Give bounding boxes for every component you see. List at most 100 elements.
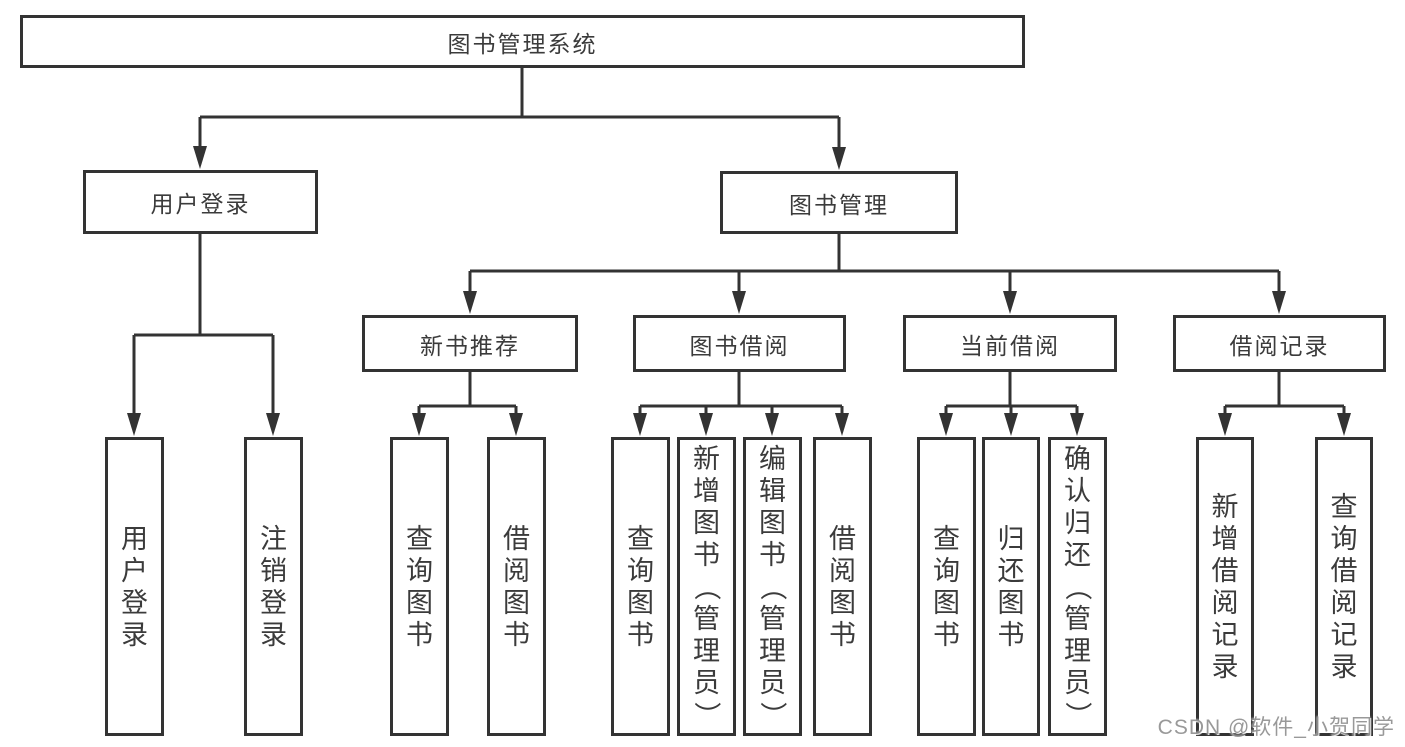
vertical-char: 查 — [627, 523, 654, 554]
vertical-char: 借 — [1330, 555, 1358, 586]
vertical-char: 还 — [1064, 539, 1091, 570]
vertical-char: 阅 — [1211, 587, 1239, 618]
vertical-char: 管 — [759, 603, 786, 634]
vertical-char: 书 — [503, 619, 530, 650]
vertical-char: 归 — [997, 523, 1025, 554]
vertical-char: ） — [1062, 701, 1093, 728]
vertical-char: 理 — [693, 635, 720, 666]
vertical-char: 询 — [627, 555, 654, 586]
leaf-query-books-recommend: 查询图书 — [390, 437, 449, 736]
leaf-borrow-books-recommend: 借阅图书 — [487, 437, 546, 736]
vertical-char: 增 — [1211, 523, 1239, 554]
vertical-char: 图 — [759, 507, 786, 538]
vertical-char: 阅 — [503, 555, 530, 586]
vertical-char: 管 — [1064, 603, 1091, 634]
node-current-borrowing: 当前借阅 — [903, 315, 1117, 372]
node-label: 借阅记录 — [1229, 332, 1330, 359]
vertical-char: 销 — [260, 555, 287, 586]
vertical-char: 查 — [1330, 491, 1358, 522]
vertical-char: 理 — [759, 635, 786, 666]
vertical-char: ） — [757, 701, 788, 728]
csdn-watermark: CSDN @软件_小贺同学 — [1157, 716, 1395, 739]
vertical-char: 查 — [933, 523, 960, 554]
vertical-char: （ — [691, 573, 722, 600]
vertical-char: 借 — [1211, 555, 1239, 586]
vertical-char: 图 — [627, 587, 654, 618]
node-label: 图书借阅 — [689, 332, 790, 359]
vertical-char: 书 — [997, 619, 1025, 650]
vertical-char: 编 — [759, 443, 786, 474]
vertical-char: 新 — [1211, 491, 1239, 522]
node-label: 图书管理系统 — [447, 30, 598, 57]
vertical-char: 录 — [260, 619, 287, 650]
node-new-book-recommendation: 新书推荐 — [362, 315, 578, 372]
leaf-query-borrow-record: 查询借阅记录 — [1315, 437, 1373, 736]
vertical-char: 登 — [121, 587, 148, 618]
vertical-char: 登 — [260, 587, 287, 618]
leaf-user-login: 用户登录 — [105, 437, 164, 736]
vertical-char: 录 — [1211, 651, 1239, 682]
leaf-add-book-admin: 新增图书 （ 管理员 ） — [677, 437, 736, 736]
vertical-char: 图 — [829, 587, 856, 618]
vertical-char: 询 — [933, 555, 960, 586]
vertical-char: 还 — [997, 555, 1025, 586]
leaf-query-books-current: 查询图书 — [917, 437, 976, 736]
vertical-char: 辑 — [759, 475, 786, 506]
vertical-char: 书 — [627, 619, 654, 650]
vertical-char: 图 — [997, 587, 1025, 618]
vertical-char: 图 — [503, 587, 530, 618]
node-label: 新书推荐 — [420, 332, 520, 359]
vertical-char: 阅 — [829, 555, 856, 586]
vertical-char: 图 — [406, 587, 433, 618]
node-book-borrowing: 图书借阅 — [633, 315, 846, 372]
vertical-char: 归 — [1064, 507, 1091, 538]
vertical-char: 记 — [1211, 619, 1239, 650]
vertical-char: 员 — [693, 667, 720, 698]
leaf-borrow-books-borrowing: 借阅图书 — [813, 437, 872, 736]
vertical-char: 书 — [406, 619, 433, 650]
vertical-char: （ — [757, 573, 788, 600]
vertical-char: 阅 — [1330, 587, 1358, 618]
vertical-char: 员 — [759, 667, 786, 698]
leaf-logout: 注销登录 — [244, 437, 303, 736]
vertical-char: 书 — [759, 539, 786, 570]
vertical-char: 增 — [693, 475, 720, 506]
vertical-char: ） — [691, 701, 722, 728]
vertical-char: 认 — [1064, 475, 1091, 506]
vertical-char: 借 — [829, 523, 856, 554]
vertical-char: 询 — [406, 555, 433, 586]
vertical-char: 书 — [829, 619, 856, 650]
node-label: 用户登录 — [150, 191, 251, 217]
vertical-char: 员 — [1064, 667, 1091, 698]
vertical-char: 新 — [693, 443, 720, 474]
vertical-char: 用 — [121, 523, 148, 554]
vertical-char: 图 — [693, 507, 720, 538]
vertical-char: 注 — [260, 523, 287, 554]
node-label: 图书管理 — [789, 191, 889, 218]
vertical-char: 询 — [1330, 523, 1358, 554]
vertical-char: 户 — [121, 555, 148, 586]
vertical-char: 确 — [1064, 443, 1091, 474]
vertical-char: 录 — [121, 619, 148, 650]
leaf-edit-book-admin: 编辑图书 （ 管理员 ） — [743, 437, 802, 736]
vertical-char: 记 — [1330, 619, 1358, 650]
vertical-char: 书 — [933, 619, 960, 650]
node-user-login: 用户登录 — [83, 170, 318, 234]
vertical-char: 管 — [693, 603, 720, 634]
leaf-confirm-return-admin: 确认归还 （ 管理员 ） — [1048, 437, 1107, 736]
vertical-char: 理 — [1064, 635, 1091, 666]
vertical-char: 书 — [693, 539, 720, 570]
node-book-management: 图书管理 — [720, 171, 958, 234]
leaf-add-borrow-record: 新增借阅记录 — [1196, 437, 1254, 736]
vertical-char: 借 — [503, 523, 530, 554]
vertical-char: （ — [1062, 573, 1093, 600]
leaf-return-books: 归还图书 — [982, 437, 1040, 736]
vertical-char: 查 — [406, 523, 433, 554]
node-borrowing-records: 借阅记录 — [1173, 315, 1386, 372]
vertical-char: 录 — [1330, 651, 1358, 682]
leaf-query-books-borrowing: 查询图书 — [611, 437, 670, 736]
node-library-management-system: 图书管理系统 — [20, 15, 1025, 68]
node-label: 当前借阅 — [960, 332, 1060, 359]
